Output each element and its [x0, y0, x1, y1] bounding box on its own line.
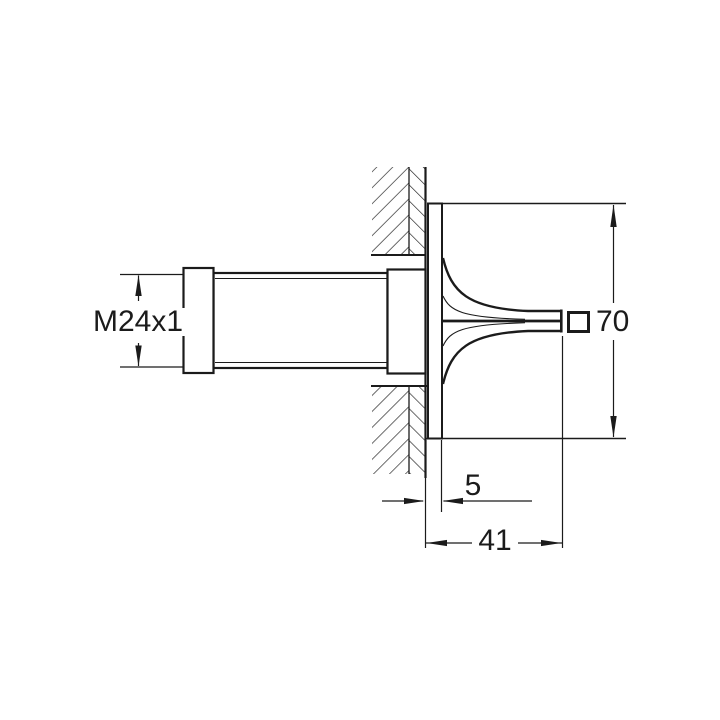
square-section-icon: [567, 310, 590, 333]
pipe-flange-left: [182, 266, 215, 375]
dimension-plate-offset: [382, 440, 532, 512]
arrowhead-right: [404, 497, 425, 505]
dimension-projection: [426, 336, 564, 548]
wall-plate: [427, 202, 443, 440]
thread-dimension-label: M24x1: [91, 305, 186, 338]
arrowhead-left: [442, 497, 463, 505]
thread-dimension-text: M24x1: [93, 305, 184, 338]
projection-dimension-label: 41: [472, 526, 518, 556]
plate-offset-dimension-label: 5: [464, 469, 482, 502]
spout-outer-curve-bottom: [441, 329, 561, 385]
dimension-plate-size: [425, 202, 626, 440]
spout-inner-curve-bottom: [442, 322, 526, 347]
supply-pipe: [182, 266, 427, 375]
arrowhead-right: [541, 539, 562, 547]
spout-outer-curve-top: [441, 257, 561, 313]
pipe-body: [212, 271, 389, 370]
pipe-flange-right: [386, 268, 427, 375]
dimension-thread: [120, 273, 183, 368]
spout-body: [441, 257, 563, 385]
arrowhead-down: [135, 345, 142, 367]
wall-hatch-top: [371, 167, 425, 256]
plate-size-dimension-text: 70: [596, 304, 630, 338]
spout-inner-curve-top: [442, 295, 526, 320]
arrowhead-down: [610, 416, 617, 438]
arrowhead-up: [135, 275, 142, 296]
wall-hatch-bottom: [371, 385, 430, 474]
arrowhead-left: [426, 539, 447, 547]
plate-size-dimension-label: 70: [565, 304, 632, 338]
arrowhead-up: [610, 204, 617, 227]
